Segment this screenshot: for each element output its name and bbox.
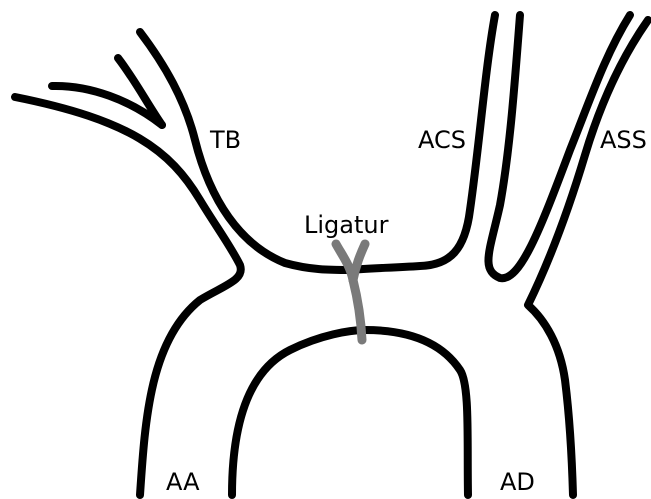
descending-aorta-outer-wall — [528, 20, 648, 495]
ligature-right-arm — [353, 244, 365, 280]
label-tb: TB — [209, 126, 241, 154]
label-ass: ASS — [600, 126, 647, 154]
label-acs: ACS — [418, 126, 466, 154]
label-ligatur: Ligatur — [304, 211, 389, 239]
label-ad: AD — [500, 468, 535, 496]
inner-arch-wall — [232, 330, 468, 495]
tb-branch-notch — [118, 58, 162, 125]
label-aa: AA — [166, 468, 200, 496]
ascending-aorta-outer-wall — [15, 97, 241, 495]
